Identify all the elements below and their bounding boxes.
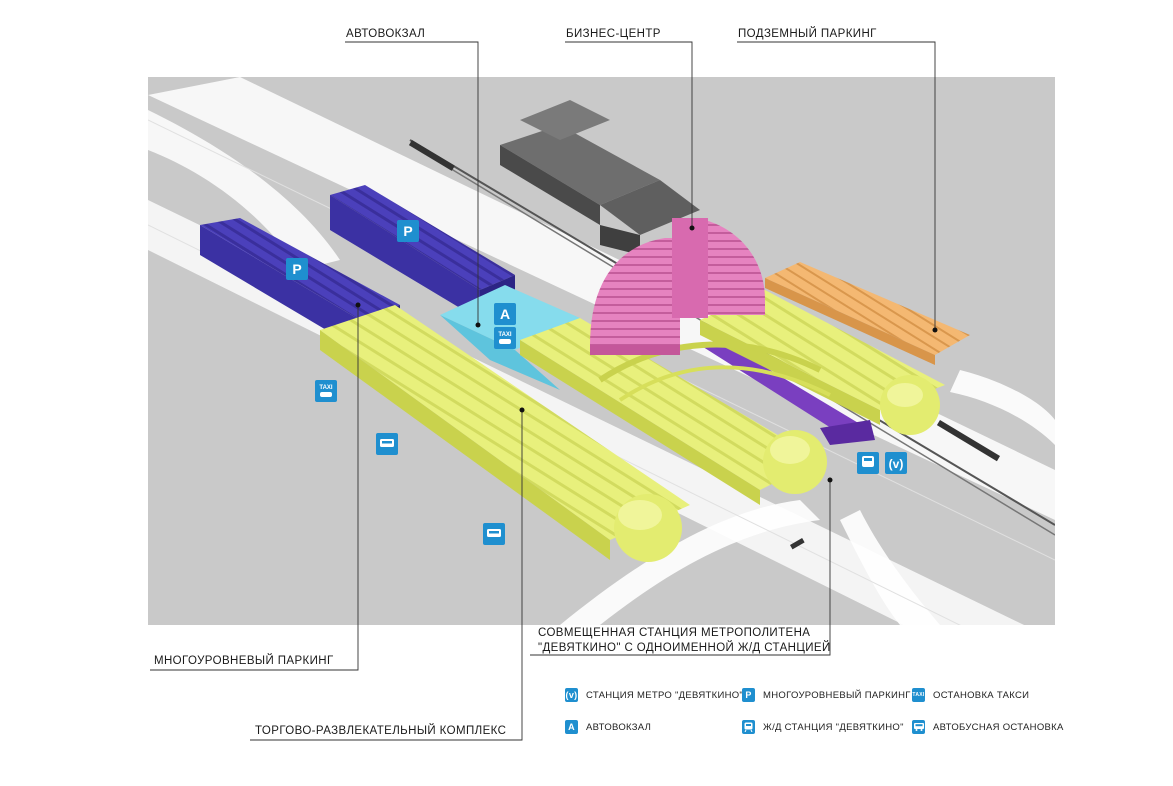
leader-dot xyxy=(827,477,833,483)
taxi-icon: TAXI xyxy=(912,688,925,702)
business-tower-core xyxy=(672,218,708,318)
leader-line-multilevel-parking xyxy=(150,305,359,671)
label-business-center: БИЗНЕС-ЦЕНТР xyxy=(566,28,661,40)
mall-right-top xyxy=(700,290,945,410)
taxi-marker-glyph: TAXI xyxy=(319,385,333,391)
label-multilevel-parking: МНОГОУРОВНЕВЫЙ ПАРКИНГ xyxy=(154,655,334,667)
underground-parking-top xyxy=(765,262,970,355)
leader-dot xyxy=(355,302,361,308)
mall-right-dome-cap xyxy=(887,383,923,407)
mall-atrium-arc xyxy=(618,365,831,402)
underground-parking-block xyxy=(765,262,970,365)
mall-middle-top xyxy=(520,318,820,490)
mall-middle-side xyxy=(520,340,760,505)
leader-line-underground-parking xyxy=(737,41,936,330)
mall-left-side xyxy=(320,330,610,560)
existing-building xyxy=(500,145,600,225)
legend-item-bus-stop: АВТОБУСНАЯ ОСТАНОВКА xyxy=(912,720,1064,734)
business-tower-left xyxy=(590,238,680,345)
taxi-marker xyxy=(315,380,337,402)
road-left-curve xyxy=(148,110,340,270)
mall-left-top xyxy=(320,305,690,540)
bus-station-marker xyxy=(494,303,516,325)
parking-marker-glyph: P xyxy=(292,261,301,277)
car xyxy=(790,538,805,550)
business-center xyxy=(590,218,765,355)
existing-building xyxy=(600,225,640,255)
train xyxy=(408,139,455,171)
road-right-exit xyxy=(840,510,940,625)
legend-text: АВТОВОКЗАЛ xyxy=(586,721,652,733)
leader-line-business-center xyxy=(565,41,693,228)
leader-dot xyxy=(689,225,695,231)
leader-dots xyxy=(355,225,938,483)
parking-upper-top xyxy=(330,185,515,290)
legend-text: СТАНЦИЯ МЕТРО "ДЕВЯТКИНО" xyxy=(586,689,744,701)
taxi-car-shape xyxy=(320,392,332,397)
label-bus-station: АВТОВОКЗАЛ xyxy=(346,28,426,40)
legend-item-bus-station: A АВТОВОКЗАЛ xyxy=(565,720,651,734)
bus-station-marker-glyph: A xyxy=(500,306,510,322)
train-window xyxy=(864,458,872,461)
label-combined-station-line1: СОВМЕЩЕННАЯ СТАНЦИЯ МЕТРОПОЛИТЕНА xyxy=(538,627,811,639)
parking-upper-side xyxy=(330,195,480,320)
leader-line-bus-station xyxy=(345,41,479,325)
metro-icon: (v) xyxy=(565,688,578,702)
bus-stop-icon xyxy=(912,720,925,734)
leader-line-shopping-complex xyxy=(250,410,523,741)
taxi-marker xyxy=(494,327,516,349)
train xyxy=(936,420,1001,462)
bus-window xyxy=(489,531,499,534)
legend-text: ОСТАНОВКА ТАКСИ xyxy=(933,689,1030,701)
legend-text: Ж/Д СТАНЦИЯ "ДЕВЯТКИНО" xyxy=(763,721,904,733)
taxi-icon-text: TAXI xyxy=(912,692,925,698)
legend-item-metro: (v) СТАНЦИЯ МЕТРО "ДЕВЯТКИНО" xyxy=(565,688,743,702)
taxi-marker-glyph: TAXI xyxy=(498,332,512,338)
legend-item-taxi: TAXI ОСТАНОВКА ТАКСИ xyxy=(912,688,1029,702)
existing-building xyxy=(520,100,610,140)
road-right-loop xyxy=(950,370,1055,445)
bus-station-icon: A xyxy=(565,720,578,734)
underground-parking-side xyxy=(765,278,935,365)
business-tower-left-face xyxy=(590,345,680,355)
parking-icon: P xyxy=(742,688,755,702)
mall-atrium-arc xyxy=(598,341,822,383)
road-bottom-curve xyxy=(560,500,820,625)
train-icon xyxy=(742,720,755,734)
leader-dot xyxy=(475,322,481,328)
metro-marker-glyph: (v) xyxy=(889,457,904,471)
existing-buildings xyxy=(500,100,700,255)
existing-building xyxy=(600,180,700,235)
taxi-car-shape xyxy=(499,339,511,344)
train-shape xyxy=(862,456,874,467)
rail-platform-end xyxy=(820,420,875,445)
leader-dot xyxy=(519,407,525,413)
parking-marker xyxy=(286,258,308,280)
legend-text: АВТОБУСНАЯ ОСТАНОВКА xyxy=(933,721,1064,733)
label-underground-parking: ПОДЗЕМНЫЙ ПАРКИНГ xyxy=(738,28,877,40)
parking-marker-glyph: P xyxy=(403,223,412,239)
label-shopping-complex: ТОРГОВО-РАЗВЛЕКАТЕЛЬНЫЙ КОМПЛЕКС xyxy=(255,725,507,737)
metro-marker xyxy=(885,452,907,474)
map-markers: P P A TAXI TAXI (v) xyxy=(286,220,907,545)
leader-lines xyxy=(150,41,936,741)
legend-text: МНОГОУРОВНЕВЫЙ ПАРКИНГ xyxy=(763,689,911,701)
parking-lower-side xyxy=(200,225,360,350)
bus-terminal-side xyxy=(440,315,560,390)
mall-left-dome-cap xyxy=(618,500,662,530)
leader-line-combined-station xyxy=(530,480,831,656)
leader-dot xyxy=(932,327,938,333)
bus-window xyxy=(382,441,392,444)
shopping-complex xyxy=(320,290,945,562)
rail-platform xyxy=(700,340,870,440)
mall-middle-dome-cap xyxy=(770,436,810,464)
existing-building xyxy=(500,125,660,205)
label-combined-station-line2: "ДЕВЯТКИНО" С ОДНОИМЕННОЙ Ж/Д СТАНЦИЕЙ xyxy=(538,642,831,654)
legend-item-train: Ж/Д СТАНЦИЯ "ДЕВЯТКИНО" xyxy=(742,720,904,734)
parking-marker xyxy=(397,220,419,242)
legend-item-parking: P МНОГОУРОВНЕВЫЙ ПАРКИНГ xyxy=(742,688,911,702)
